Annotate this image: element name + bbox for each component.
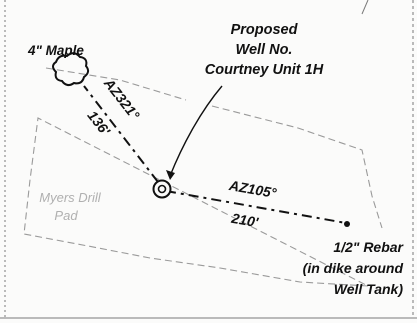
- drill-pad-label-line2: Pad: [54, 208, 78, 223]
- maple-distance-label: 136': [84, 107, 113, 138]
- well-leader-arrowhead: [166, 170, 175, 180]
- bearing-line-rebar: [165, 190, 347, 224]
- rebar-label-line2: (in dike around: [303, 260, 404, 276]
- proposed-well-label-line2: Well No.: [236, 42, 293, 58]
- bearing-line-maple: [83, 85, 159, 183]
- rebar-label-line1: 1/2" Rebar: [333, 239, 404, 255]
- rebar-azimuth-label: AZ105°: [227, 177, 278, 201]
- proposed-well-label-line3: Courtney Unit 1H: [205, 62, 324, 78]
- proposed-well-inner-ring: [157, 184, 167, 194]
- drill-pad-outline: [23, 67, 383, 287]
- maple-tree-icon: [52, 52, 90, 87]
- maple-label: 4" Maple: [27, 43, 84, 58]
- rebar-label-line3: Well Tank): [334, 281, 404, 297]
- top-corner-tick: [361, 0, 369, 15]
- proposed-well-label-line1: Proposed: [231, 22, 299, 38]
- drill-pad-label-line1: Myers Drill: [39, 190, 101, 205]
- well-leader-line: [169, 85, 223, 177]
- maple-azimuth-label: AZ321°: [100, 74, 143, 122]
- rebar-pin-icon: [344, 221, 350, 227]
- proposed-well-icon: [152, 179, 172, 199]
- rebar-distance-label: 210': [229, 210, 260, 231]
